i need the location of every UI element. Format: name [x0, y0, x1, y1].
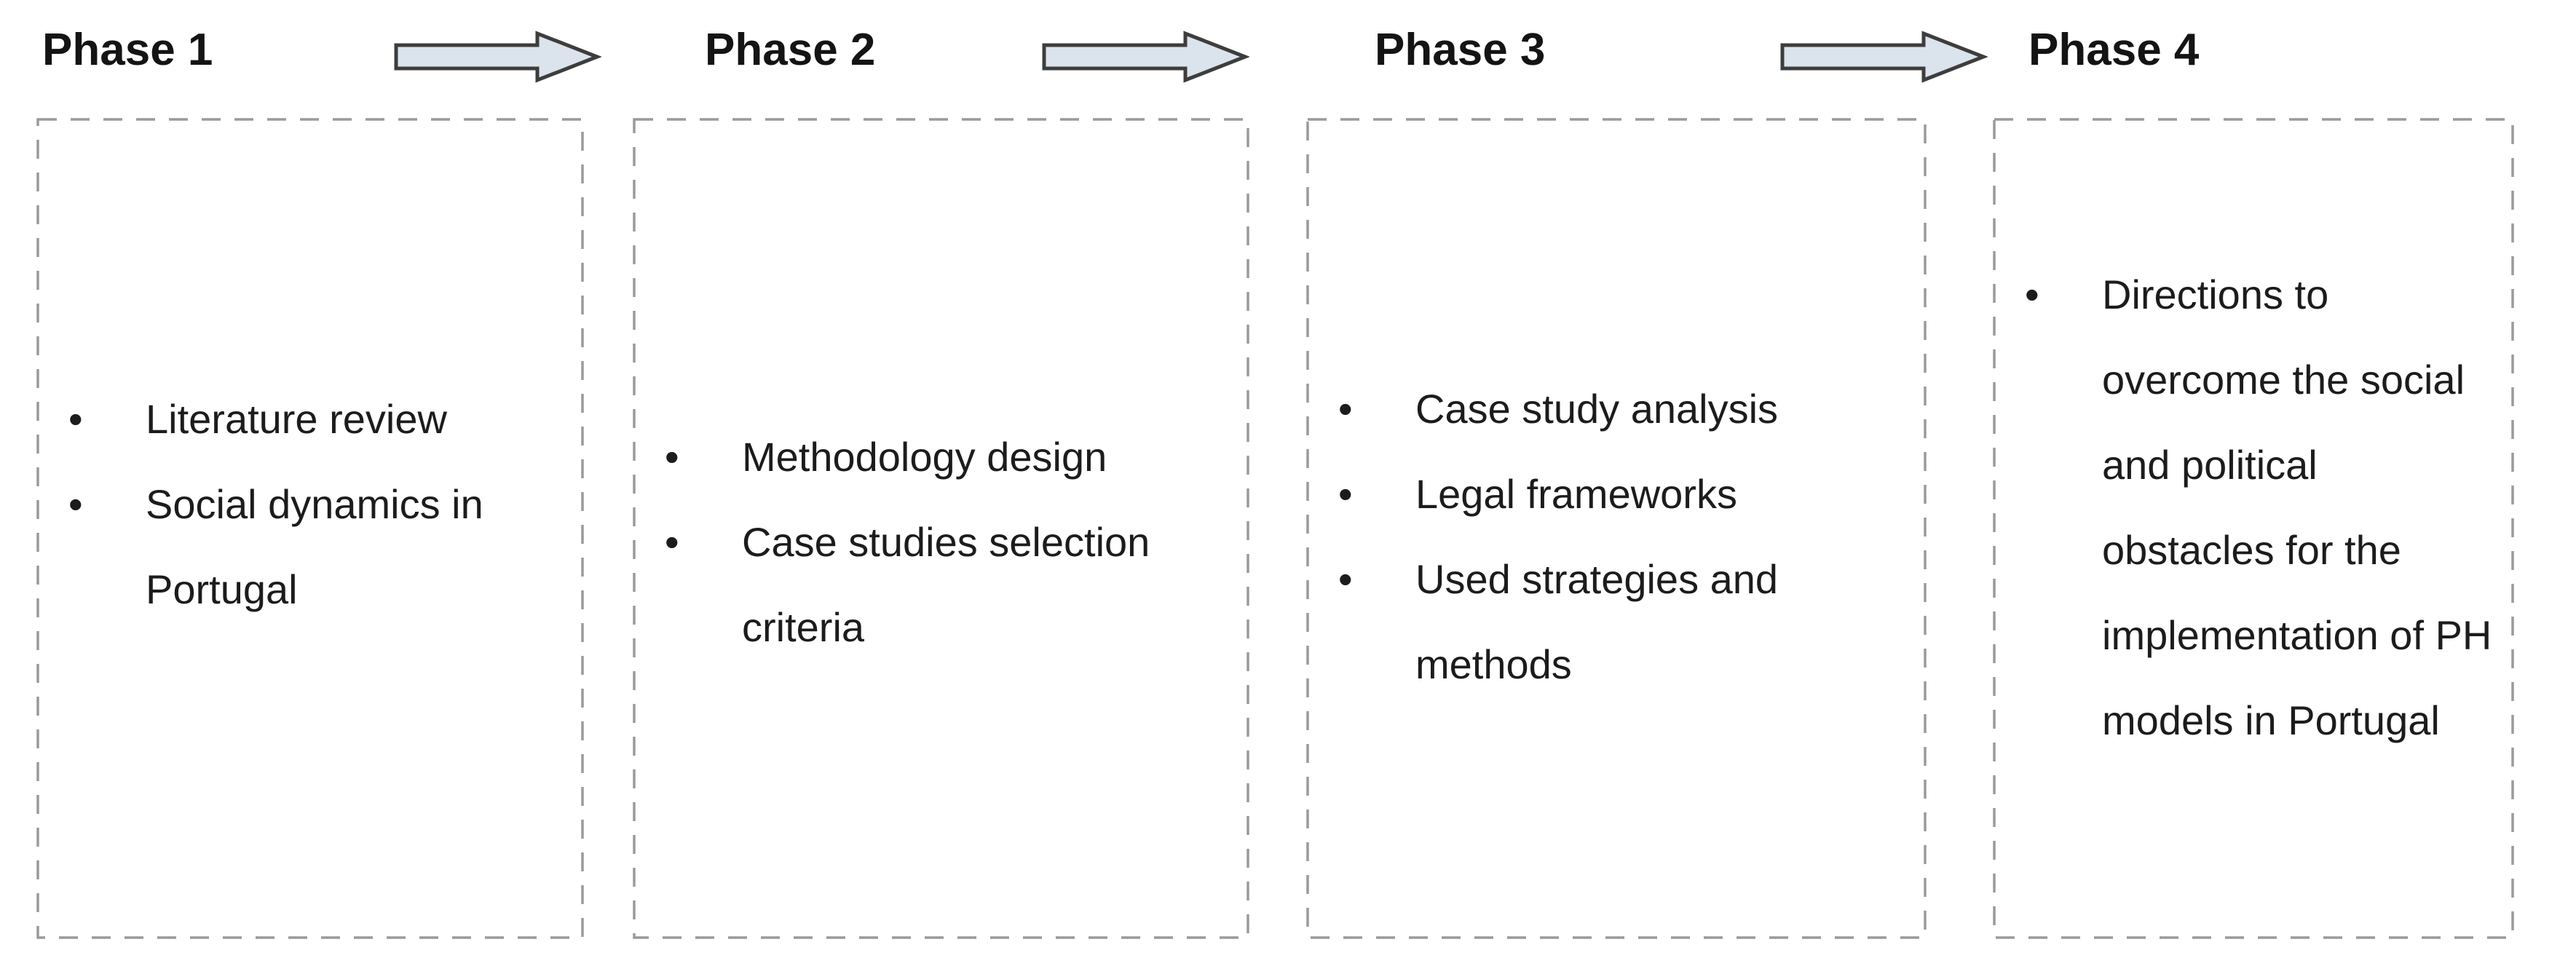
bullet-text: Legal frameworks	[1415, 471, 1737, 517]
arrow-right-shape	[394, 31, 601, 83]
bullet-text: Case study analysis	[1415, 386, 1779, 432]
phase-1-box: • Literature review • Social dynamics in…	[36, 118, 584, 939]
phase-1-bullet-list: • Literature review • Social dynamics in…	[36, 376, 584, 632]
phase-1-title: Phase 1	[42, 25, 213, 75]
phase-2-title: Phase 2	[705, 25, 876, 75]
list-item: • Legal frameworks	[1306, 451, 1868, 537]
list-item: • Literature review	[36, 376, 555, 462]
arrow-right-icon	[394, 31, 601, 83]
phase-3-bullet-list: • Case study analysis • Legal frameworks…	[1306, 366, 1927, 707]
arrow-right-shape	[1042, 31, 1249, 83]
phase-3-title: Phase 3	[1375, 25, 1546, 75]
bullet-icon: •	[68, 481, 83, 527]
dashed-border	[36, 118, 584, 939]
dashed-border	[633, 118, 1249, 939]
arrow-right-shape	[1780, 31, 1988, 83]
list-item: • Used strategies and methods	[1306, 537, 1868, 707]
bullet-text: Case studies selection criteria	[742, 519, 1150, 650]
bullet-icon: •	[665, 434, 679, 480]
phase-4-bullet-list: • Directions to overcome the social and …	[1993, 252, 2514, 763]
bullet-text: Methodology design	[742, 434, 1107, 480]
list-item: • Methodology design	[633, 414, 1220, 499]
bullet-text: Directions to overcome the social and po…	[2102, 272, 2492, 743]
bullet-icon: •	[68, 396, 83, 442]
phase-4-title: Phase 4	[2028, 25, 2200, 75]
arrow-right-icon	[1042, 31, 1249, 83]
bullet-text: Literature review	[146, 396, 447, 442]
dashed-border	[1993, 118, 2514, 939]
bullet-icon: •	[665, 519, 679, 565]
phase-2-bullet-list: • Methodology design • Case studies sele…	[633, 414, 1249, 670]
bullet-icon: •	[2025, 272, 2039, 317]
bullet-text: Used strategies and methods	[1415, 556, 1779, 687]
bullet-icon: •	[1338, 556, 1353, 602]
bullet-text: Social dynamics in Portugal	[146, 481, 483, 612]
list-item: • Directions to overcome the social and …	[1993, 252, 2495, 763]
phase-3-box: • Case study analysis • Legal frameworks…	[1306, 118, 1927, 939]
dashed-border	[1306, 118, 1927, 939]
bullet-icon: •	[1338, 386, 1353, 432]
phase-4-box: • Directions to overcome the social and …	[1993, 118, 2514, 939]
arrow-right-icon	[1780, 31, 1988, 83]
bullet-icon: •	[1338, 471, 1353, 517]
list-item: • Case study analysis	[1306, 366, 1868, 451]
list-item: • Social dynamics in Portugal	[36, 462, 555, 632]
list-item: • Case studies selection criteria	[633, 499, 1220, 670]
phase-2-box: • Methodology design • Case studies sele…	[633, 118, 1249, 939]
